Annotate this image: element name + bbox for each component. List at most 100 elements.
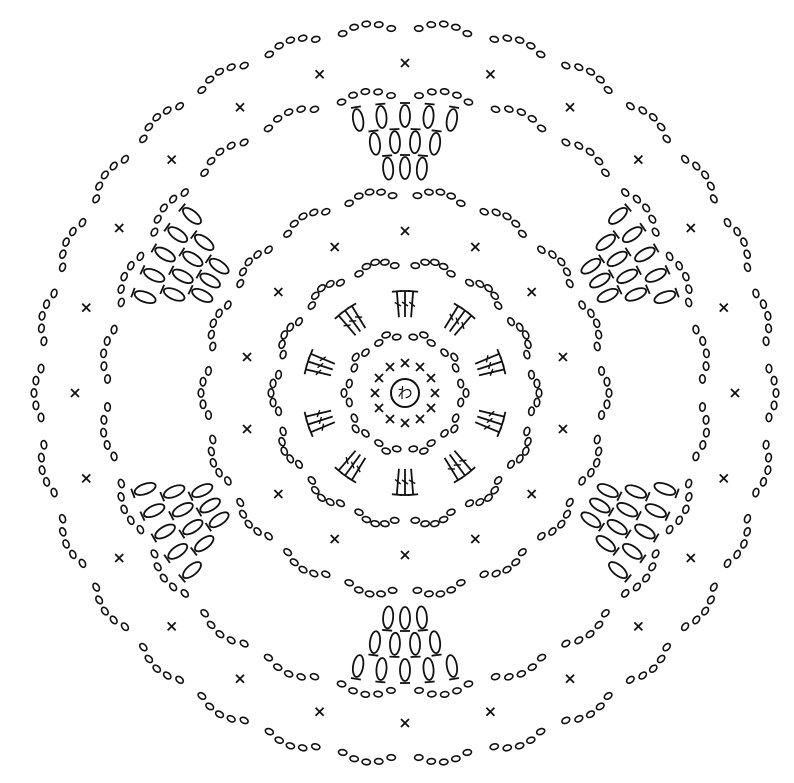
chain-stitch <box>451 755 460 762</box>
chain-stitch <box>100 428 107 437</box>
chain-stitch <box>426 439 436 448</box>
chain-stitch <box>464 680 473 687</box>
single-crochet-symbol <box>471 243 479 251</box>
chain-arch <box>263 653 319 681</box>
chain-stitch <box>294 459 303 469</box>
chain-arch <box>236 497 274 541</box>
chain-stitch <box>144 654 154 664</box>
chain-stitch <box>414 755 423 761</box>
chain-stitch <box>150 549 159 559</box>
chain-arch <box>264 34 320 58</box>
single-crochet-symbol <box>401 551 409 559</box>
chain-stitch <box>516 108 526 116</box>
chain-stitch <box>451 413 460 423</box>
chain-stitch <box>153 214 162 224</box>
chain-stitch <box>490 291 500 301</box>
chain-stitch <box>651 227 660 237</box>
chain-stitch <box>556 519 566 529</box>
chain-stitch <box>740 237 749 247</box>
single-crochet-symbol <box>386 415 394 423</box>
chain-stitch <box>207 447 215 457</box>
chain-arch <box>723 218 751 273</box>
chain-stitch <box>264 245 274 255</box>
treble-stitch-symbol <box>341 308 360 332</box>
chain-stitch <box>723 218 732 228</box>
chain-stitch <box>50 289 58 299</box>
chain-stitch <box>706 181 715 191</box>
single-crochet-symbol <box>375 374 383 382</box>
chain-stitch <box>348 92 357 99</box>
chain-stitch <box>641 203 651 213</box>
chain-stitch <box>651 549 660 559</box>
chain-stitch <box>771 376 777 385</box>
single-crochet-symbol <box>243 353 251 361</box>
chain-arch <box>489 727 545 751</box>
treble-stitch-symbol <box>450 454 469 478</box>
chain-stitch <box>446 192 455 199</box>
chain-arch <box>117 251 145 307</box>
single-crochet-symbol <box>416 363 424 371</box>
chain-stitch <box>424 591 433 598</box>
chain-arch <box>578 435 603 486</box>
chain-stitch <box>307 301 317 311</box>
chain-stitch <box>585 67 595 76</box>
chain-arch <box>236 245 274 289</box>
chain-stitch <box>215 308 223 318</box>
popcorn-stitch-symbol <box>429 130 442 155</box>
chain-stitch <box>296 673 306 681</box>
treble-stitch-symbol <box>309 422 335 437</box>
chain-stitch <box>421 259 430 266</box>
chain-stitch <box>374 22 383 28</box>
chain-stitch <box>200 608 210 618</box>
single-crochet-symbol <box>427 404 435 412</box>
chain-arch <box>338 21 396 37</box>
chain-stitch <box>439 516 449 524</box>
chain-stitch <box>419 331 429 339</box>
chain-stitch <box>764 465 771 474</box>
chain-stitch <box>117 479 125 489</box>
single-crochet-symbol <box>401 719 409 727</box>
popcorn-stitch-symbol <box>375 658 387 683</box>
chain-stitch <box>136 251 145 261</box>
chain-stitch <box>100 349 107 358</box>
chain-stitch <box>180 588 190 598</box>
chain-arch <box>38 440 58 497</box>
popcorn-stitch-symbol <box>445 106 459 131</box>
chain-arch <box>354 508 399 527</box>
chain-arch <box>307 278 346 310</box>
chain-stitch <box>94 595 103 605</box>
single-crochet-symbol <box>236 675 244 683</box>
chain-stitch <box>526 736 536 744</box>
chain-stitch <box>706 595 715 605</box>
chain-stitch <box>484 283 494 293</box>
chain-stitch <box>390 517 399 523</box>
treble-stitch-symbol <box>445 303 463 328</box>
chain-stitch <box>743 514 751 524</box>
treble-stitch-symbol <box>475 349 501 364</box>
chain-stitch <box>620 188 630 198</box>
chain-stitch <box>280 446 289 456</box>
chain-stitch <box>502 565 512 574</box>
chain-stitch <box>598 411 605 420</box>
chain-arch <box>100 403 117 461</box>
chain-stitch <box>574 141 584 150</box>
chain-arch <box>625 642 671 684</box>
popcorn-stitch-symbol <box>615 500 641 520</box>
chain-stitch <box>766 413 772 422</box>
single-crochet-symbol <box>82 474 90 482</box>
chain-stitch <box>740 539 749 549</box>
chain-stitch <box>521 330 530 340</box>
chain-stitch <box>764 311 771 320</box>
chain-stitch <box>354 270 364 278</box>
chain-stitch <box>38 364 44 373</box>
popcorn-stitch-symbol <box>400 155 410 179</box>
chain-stitch <box>528 370 535 379</box>
chain-stitch <box>101 415 107 424</box>
chain-stitch <box>150 227 159 237</box>
single-crochet-symbol <box>486 708 494 716</box>
chain-stitch <box>387 755 396 761</box>
chain-stitch <box>200 400 206 409</box>
chain-stitch <box>457 379 464 388</box>
chain-stitch <box>284 108 294 116</box>
chain-stitch <box>562 267 572 277</box>
